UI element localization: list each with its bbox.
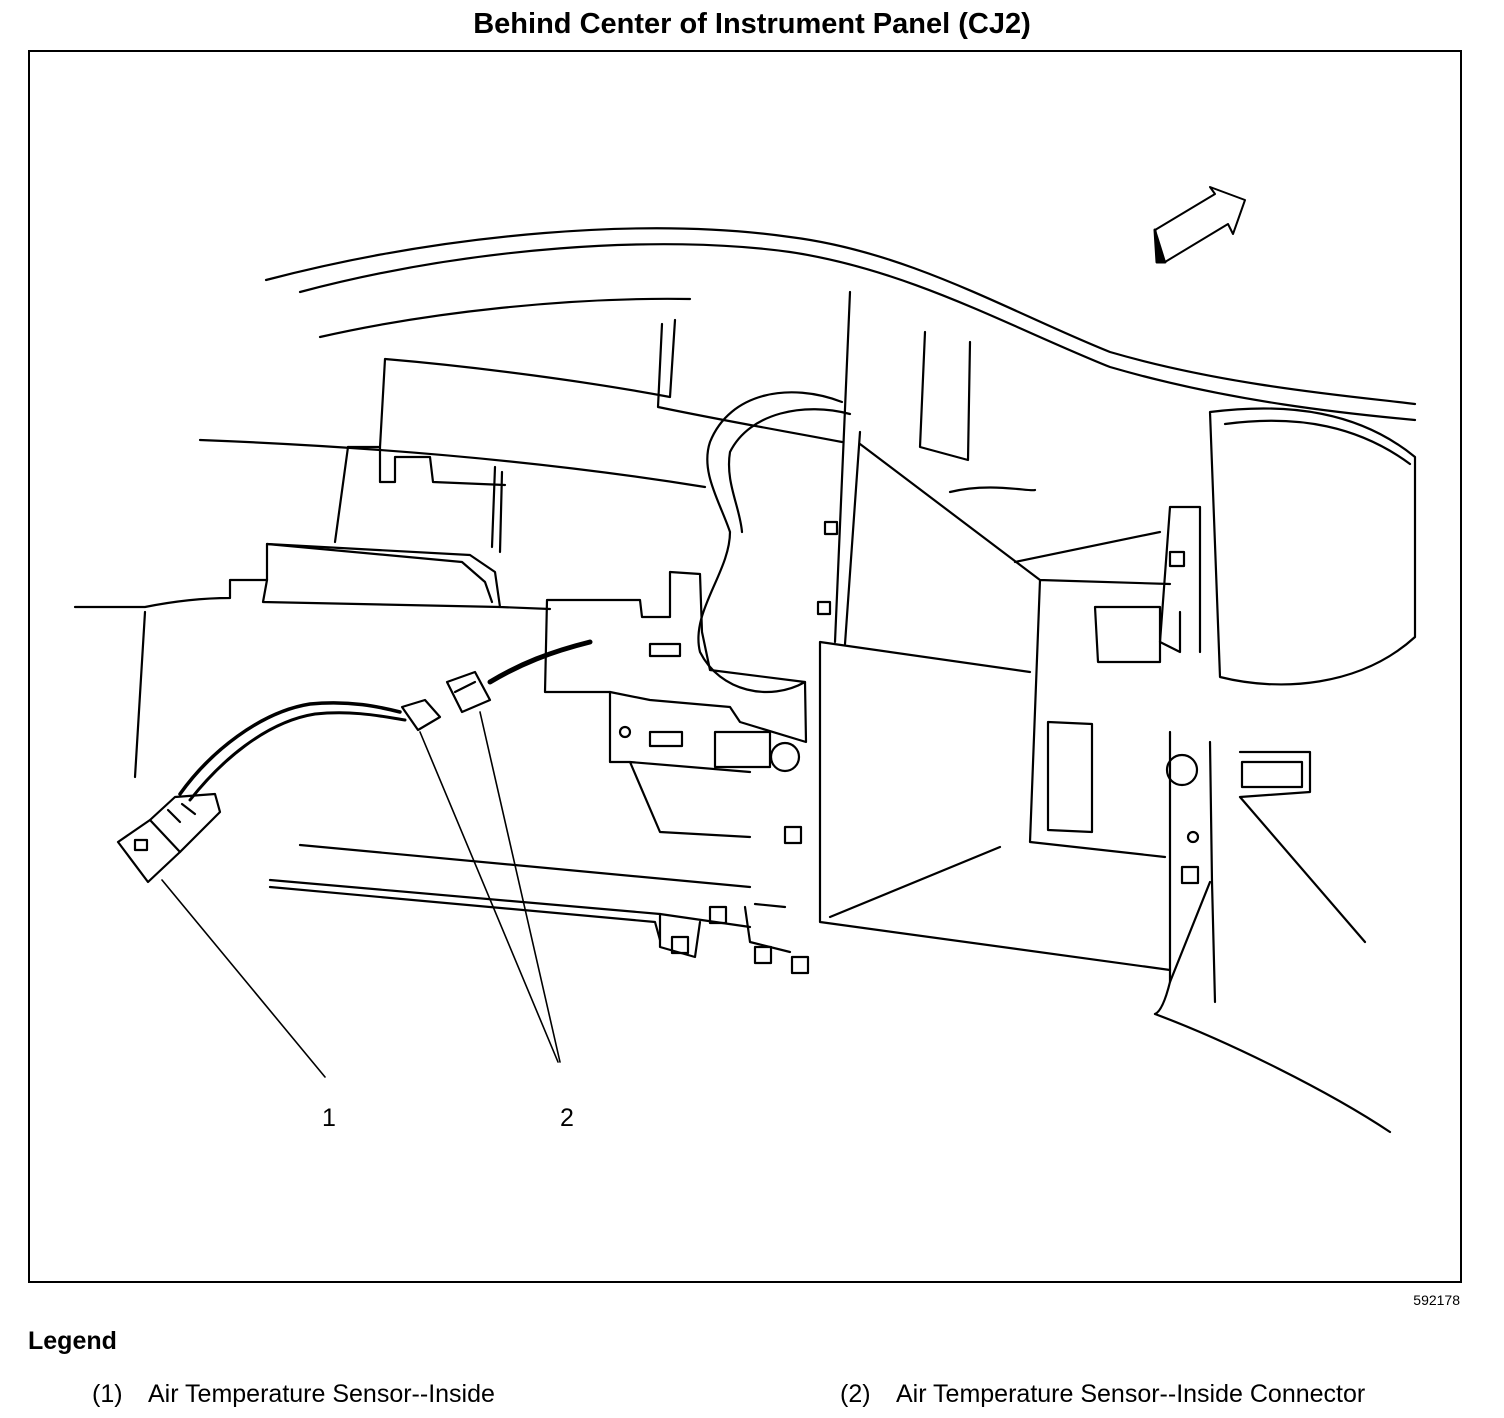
front-arrow-shadow [1153,228,1167,264]
callout-leader-1 [161,879,326,1078]
fastener [790,955,810,975]
small-window [1046,720,1094,834]
callout-leader-2b [479,711,561,1063]
lower-rail-2 [298,843,752,889]
right-lower-post [1153,730,1217,1016]
duct-outline [378,318,844,449]
diagram-frame: 1 2 [28,50,1462,1283]
right-opening [1208,407,1417,686]
fastener-hole [1165,753,1199,787]
fastener-hole [618,725,632,739]
lower-plate [818,640,1172,972]
fastener [708,905,728,925]
center-bracket [543,570,808,744]
left-panel-inner [133,578,502,779]
diagonal-rib-2 [1013,530,1162,564]
small-slot [1093,605,1162,664]
sensor-vent [133,838,149,852]
sensor-plug-inner [166,802,197,824]
center-bracket-lower [608,690,752,839]
post-mid-2 [948,486,1037,494]
diagonal-rib [858,442,1172,859]
dash-top-edge-inner [298,243,1417,422]
legend-item-text: Air Temperature Sensor--Inside [148,1380,495,1408]
callout-leader-2a [419,731,559,1063]
fastener [783,825,803,845]
duct-curve-inner [727,408,852,534]
upper-shelf-line-2 [198,438,707,489]
legend-item-number: (2) [840,1380,871,1408]
upper-shelf-line [318,297,692,339]
figure-id: 592178 [1413,1292,1460,1308]
right-lower-edge [1153,880,1392,1134]
connector-inner [453,680,477,694]
legend-item-number: (1) [92,1380,123,1408]
fastener [753,945,773,965]
front-arrow-icon [1154,186,1246,263]
diagram-title: Behind Center of Instrument Panel (CJ2) [473,8,1031,40]
callout-1: 1 [322,1104,336,1132]
duct-step [346,445,507,487]
lower-rail [268,878,752,942]
left-panel [73,542,494,609]
slot-center [713,730,772,769]
fastener [1168,550,1186,568]
right-post [1158,505,1202,654]
legend-item-1: (1) Air Temperature Sensor--Inside [92,1380,495,1409]
instrument-panel-illustration: 1 2 [73,186,1417,1134]
wire-harness-2 [188,711,407,802]
right-opening-inner [1223,419,1412,466]
fastener-hole [769,741,801,773]
slot-right [1240,760,1304,789]
fastener [823,520,839,536]
right-diag-lines [1238,750,1367,944]
legend-item-text: Air Temperature Sensor--Inside Connector [896,1380,1366,1408]
fastener-hole [1186,830,1200,844]
duct-curve [697,391,844,694]
legend-title: Legend [28,1327,117,1355]
center-bracket-slot [648,642,682,658]
callout-2: 2 [560,1104,574,1132]
slot-left [648,730,684,748]
fastener [1180,865,1200,885]
sensor-body [116,818,182,884]
sensor-plug [148,792,222,854]
dash-top-edge [264,227,1417,406]
fastener [670,935,690,955]
fastener [816,600,832,616]
connector-right [445,670,492,714]
post-left [833,290,862,646]
connector-left [400,698,442,732]
wire-harness [178,701,402,796]
post-mid [918,330,972,462]
wire-harness-3 [487,639,593,685]
duct-wall [333,445,504,554]
legend-item-2: (2) Air Temperature Sensor--Inside Connec… [840,1380,1365,1409]
left-panel-front [265,542,552,611]
